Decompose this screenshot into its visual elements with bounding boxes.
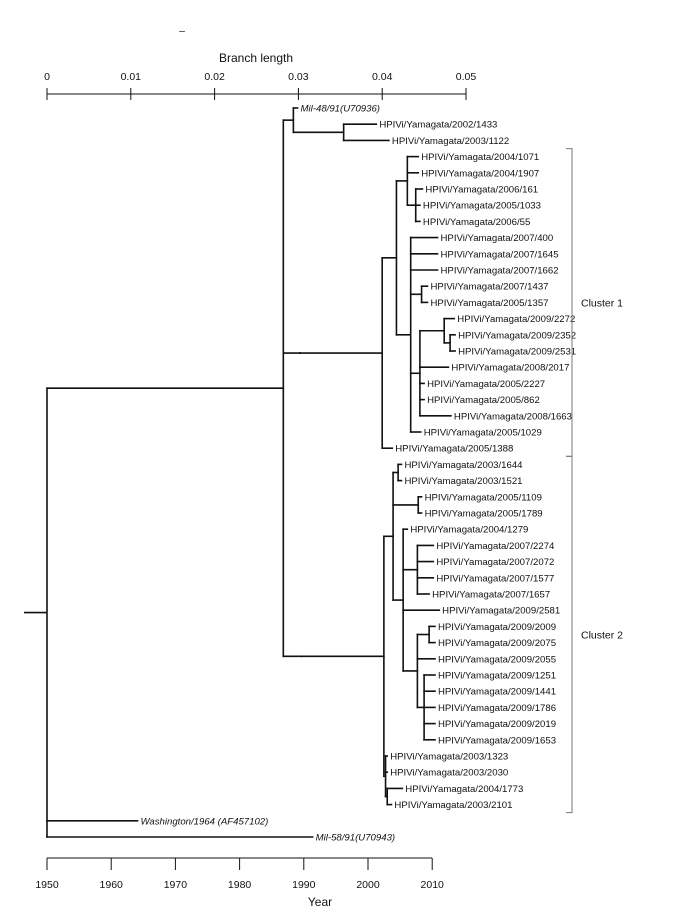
taxon-label: HPIVi/Yamagata/2004/1907 (421, 168, 539, 179)
bottom-axis-tick-label: 1980 (228, 879, 252, 891)
taxon-label: HPIVi/Yamagata/2007/1645 (441, 249, 559, 260)
top-axis-tick-label: 0.03 (288, 71, 309, 83)
cluster-bracket (566, 455, 573, 814)
taxon-label: HPIVi/Yamagata/2009/1251 (438, 671, 556, 682)
bottom-axis-tick-label: 1970 (164, 879, 188, 891)
cluster-label: Cluster 2 (581, 630, 623, 642)
taxon-label: HPIVi/Yamagata/2005/2227 (427, 379, 545, 390)
taxon-label: HPIVi/Yamagata/2002/1433 (379, 120, 497, 131)
taxon-label: HPIVi/Yamagata/2009/1441 (438, 687, 556, 698)
taxon-label: HPIVi/Yamagata/2005/862 (427, 395, 540, 406)
taxon-label: HPIVi/Yamagata/2003/1122 (392, 136, 509, 147)
top-axis-tick-label: 0 (44, 71, 50, 83)
taxon-label: Washington/1964 (AF457102) (141, 816, 269, 827)
taxon-label: HPIVi/Yamagata/2009/2581 (442, 606, 560, 617)
taxon-label: Mil-58/91(U70943) (316, 833, 395, 844)
taxon-label: HPIVi/Yamagata/2004/1071 (421, 152, 539, 163)
top-axis-tick-label: 0.05 (456, 71, 477, 83)
taxon-label: HPIVi/Yamagata/2007/2072 (436, 557, 554, 568)
taxon-label: HPIVi/Yamagata/2009/2075 (438, 638, 556, 649)
cluster-label: Cluster 1 (581, 297, 623, 309)
taxon-label: HPIVi/Yamagata/2003/1521 (404, 476, 522, 487)
taxon-label: HPIVi/Yamagata/2009/2272 (457, 314, 575, 325)
bottom-axis-tick-label: 1950 (35, 879, 59, 891)
taxon-label: HPIVi/Yamagata/2005/1109 (425, 492, 542, 503)
bottom-axis: 1950 1960 1970 1980 1990 2000 2010 Year (35, 857, 444, 909)
tree-branches (24, 107, 456, 838)
bottom-axis-tick-label: 2000 (356, 879, 380, 891)
bottom-axis-ticks: 1950 1960 1970 1980 1990 2000 2010 (35, 858, 444, 891)
taxon-label: HPIVi/Yamagata/2003/1323 (390, 752, 508, 763)
taxon-label: HPIVi/Yamagata/2006/161 (425, 185, 538, 196)
taxon-label: HPIVi/Yamagata/2009/1786 (438, 703, 556, 714)
top-axis-ticks: 0 0.01 0.02 0.03 0.04 0.05 (44, 71, 476, 100)
bottom-axis-tick-label: 1960 (100, 879, 124, 891)
top-axis-tick-label: 0.01 (121, 71, 142, 83)
taxon-label: HPIVi/Yamagata/2009/1653 (438, 735, 556, 746)
taxon-label: HPIVi/Yamagata/2003/2030 (390, 768, 508, 779)
taxon-label: HPIVi/Yamagata/2005/1033 (423, 201, 541, 212)
bottom-axis-tick-label: 1990 (292, 879, 316, 891)
taxon-label: HPIVi/Yamagata/2004/1279 (410, 525, 528, 536)
top-axis-tick-label: 0.02 (204, 71, 225, 83)
taxon-label: HPIVi/Yamagata/2005/1789 (425, 509, 543, 520)
taxon-label: HPIVi/Yamagata/2009/2055 (438, 654, 556, 665)
bottom-axis-tick-label: 2010 (421, 879, 445, 891)
taxon-label: HPIVi/Yamagata/2008/2017 (451, 363, 569, 374)
stray-mark: – (179, 25, 185, 37)
taxon-label: HPIVi/Yamagata/2007/1577 (436, 573, 554, 584)
bottom-axis-title: Year (308, 895, 332, 909)
top-axis-tick-label: 0.04 (372, 71, 393, 83)
top-axis: Branch length 0 0.01 0.02 0.03 0.04 0.05 (44, 51, 476, 100)
taxon-label: HPIVi/Yamagata/2007/2274 (436, 541, 555, 552)
taxon-label: HPIVi/Yamagata/2005/1357 (430, 298, 548, 309)
taxon-label: HPIVi/Yamagata/2007/400 (441, 233, 554, 244)
tree-tip-labels: Mil-48/91(U70936) HPIVi/Yamagata/2002/143… (141, 104, 577, 844)
taxon-label: HPIVi/Yamagata/2009/2009 (438, 622, 556, 633)
taxon-label: HPIVi/Yamagata/2006/55 (423, 217, 530, 228)
taxon-label: HPIVi/Yamagata/2003/2101 (394, 800, 512, 811)
taxon-label: HPIVi/Yamagata/2008/1663 (454, 411, 572, 422)
taxon-label: HPIVi/Yamagata/2009/2019 (438, 719, 556, 730)
cluster-brackets: Cluster 1 Cluster 2 (566, 148, 623, 814)
top-axis-title: Branch length (219, 51, 293, 65)
taxon-label: HPIVi/Yamagata/2005/1388 (395, 444, 513, 455)
taxon-label: HPIVi/Yamagata/2007/1657 (432, 590, 550, 601)
taxon-label: Mil-48/91(U70936) (301, 104, 380, 115)
taxon-label: HPIVi/Yamagata/2005/1029 (424, 428, 542, 439)
taxon-label: HPIVi/Yamagata/2003/1644 (404, 460, 523, 471)
taxon-label: HPIVi/Yamagata/2009/2352 (458, 330, 576, 341)
taxon-label: HPIVi/Yamagata/2004/1773 (405, 784, 523, 795)
taxon-label: HPIVi/Yamagata/2007/1437 (430, 282, 548, 293)
cluster-bracket (566, 148, 573, 457)
taxon-label: HPIVi/Yamagata/2009/2531 (458, 347, 576, 358)
taxon-label: HPIVi/Yamagata/2007/1662 (441, 266, 559, 277)
